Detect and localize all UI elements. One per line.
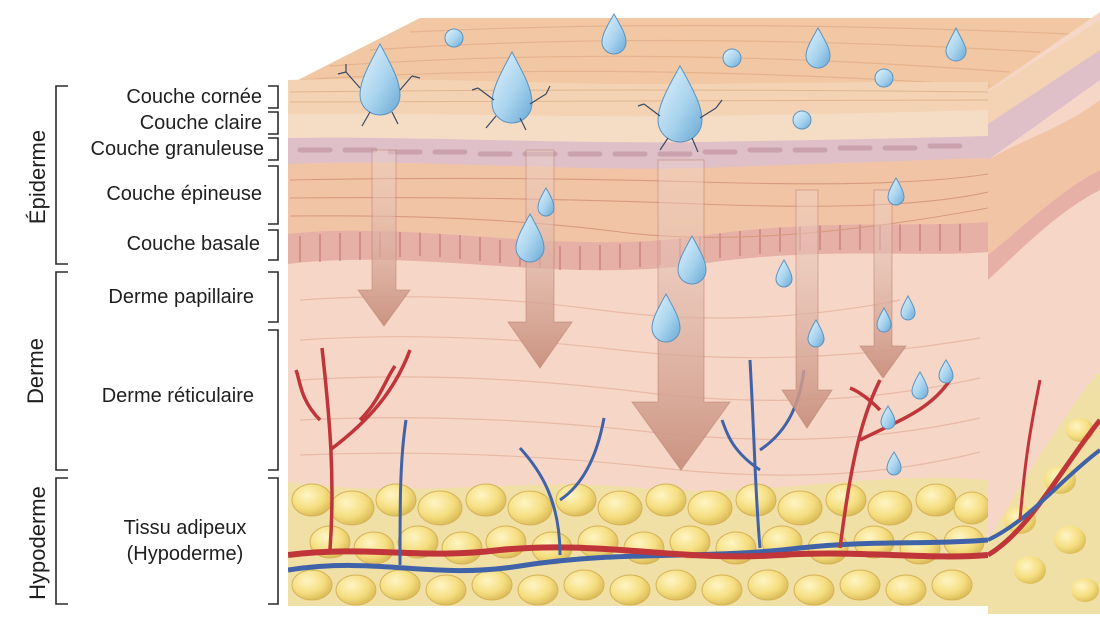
bracket-stratum-spinosum: [268, 165, 279, 225]
arrow-5: [859, 189, 907, 379]
surface-texture: [299, 24, 1071, 87]
granular-layer: [288, 134, 988, 169]
droplet: [537, 187, 555, 217]
dermis-texture: [299, 296, 981, 476]
bracket-papillary-dermis: [268, 271, 279, 323]
vein: [288, 537, 988, 574]
droplet: [886, 451, 902, 476]
arrow-3: [631, 159, 731, 471]
droplet: [775, 259, 793, 288]
label-stratum-lucidum: Couche claire: [139, 112, 262, 134]
label-stratum-basale: Couche basale: [126, 233, 260, 255]
droplet: [515, 212, 545, 263]
bracket-epidermis: [55, 85, 68, 265]
bracket-stratum-lucidum: [268, 111, 279, 135]
label-reticular-dermis: Derme réticulaire: [101, 385, 254, 407]
bracket-stratum-corneum: [268, 85, 279, 109]
skin-top-surface: [288, 18, 1100, 92]
droplet: [601, 12, 627, 55]
label-adipose-tissue: Tissu adipeux: [123, 517, 247, 539]
bracket-stratum-basale: [268, 229, 279, 261]
droplet: [491, 50, 533, 124]
lucidum-layer: [288, 108, 988, 143]
arrow-2: [507, 149, 573, 369]
front-face: [288, 79, 988, 606]
label-stratum-granulosum: Couche granuleuse: [90, 138, 264, 160]
droplet: [792, 110, 812, 130]
droplet: [677, 234, 707, 285]
droplet: [876, 306, 892, 333]
water-droplets: [359, 12, 967, 476]
droplet: [651, 292, 681, 343]
diffusion-arrows: [357, 149, 907, 471]
arrow-4: [781, 189, 833, 429]
bracket-reticular-dermis: [268, 329, 279, 471]
droplet: [900, 294, 916, 321]
artery-branches: [294, 347, 952, 551]
label-papillary-dermis: Derme papillaire: [108, 286, 254, 308]
bracket-adipose: [268, 477, 279, 605]
group-label-hypodermis: Hypoderme: [25, 486, 50, 600]
corneum-layer: [288, 79, 988, 117]
group-brackets: [55, 85, 279, 605]
droplet: [807, 319, 825, 348]
bracket-hypodermis: [55, 477, 68, 605]
label-adipose-hypodermis: (Hypoderme): [126, 543, 244, 565]
droplet: [911, 371, 929, 400]
droplet: [722, 48, 742, 68]
droplet: [805, 26, 831, 69]
bracket-stratum-granulosum: [268, 137, 279, 161]
droplet-whiskers: [337, 64, 723, 153]
droplet: [880, 405, 896, 430]
group-label-epidermis: Épiderme: [25, 129, 50, 225]
droplet: [657, 64, 703, 143]
droplet: [874, 68, 894, 88]
side-face: [988, 12, 1100, 614]
fat-cells: [291, 483, 988, 606]
bracket-dermis: [55, 271, 68, 471]
droplet: [938, 359, 954, 384]
droplet: [887, 177, 905, 206]
droplet: [444, 28, 464, 48]
droplet: [945, 26, 967, 62]
label-stratum-corneum: Couche cornée: [126, 86, 262, 108]
droplet: [359, 42, 401, 116]
group-label-dermis: Derme: [23, 338, 48, 405]
arrow-1: [357, 149, 411, 327]
vein-branches: [398, 359, 806, 566]
label-stratum-spinosum: Couche épineuse: [106, 183, 262, 205]
